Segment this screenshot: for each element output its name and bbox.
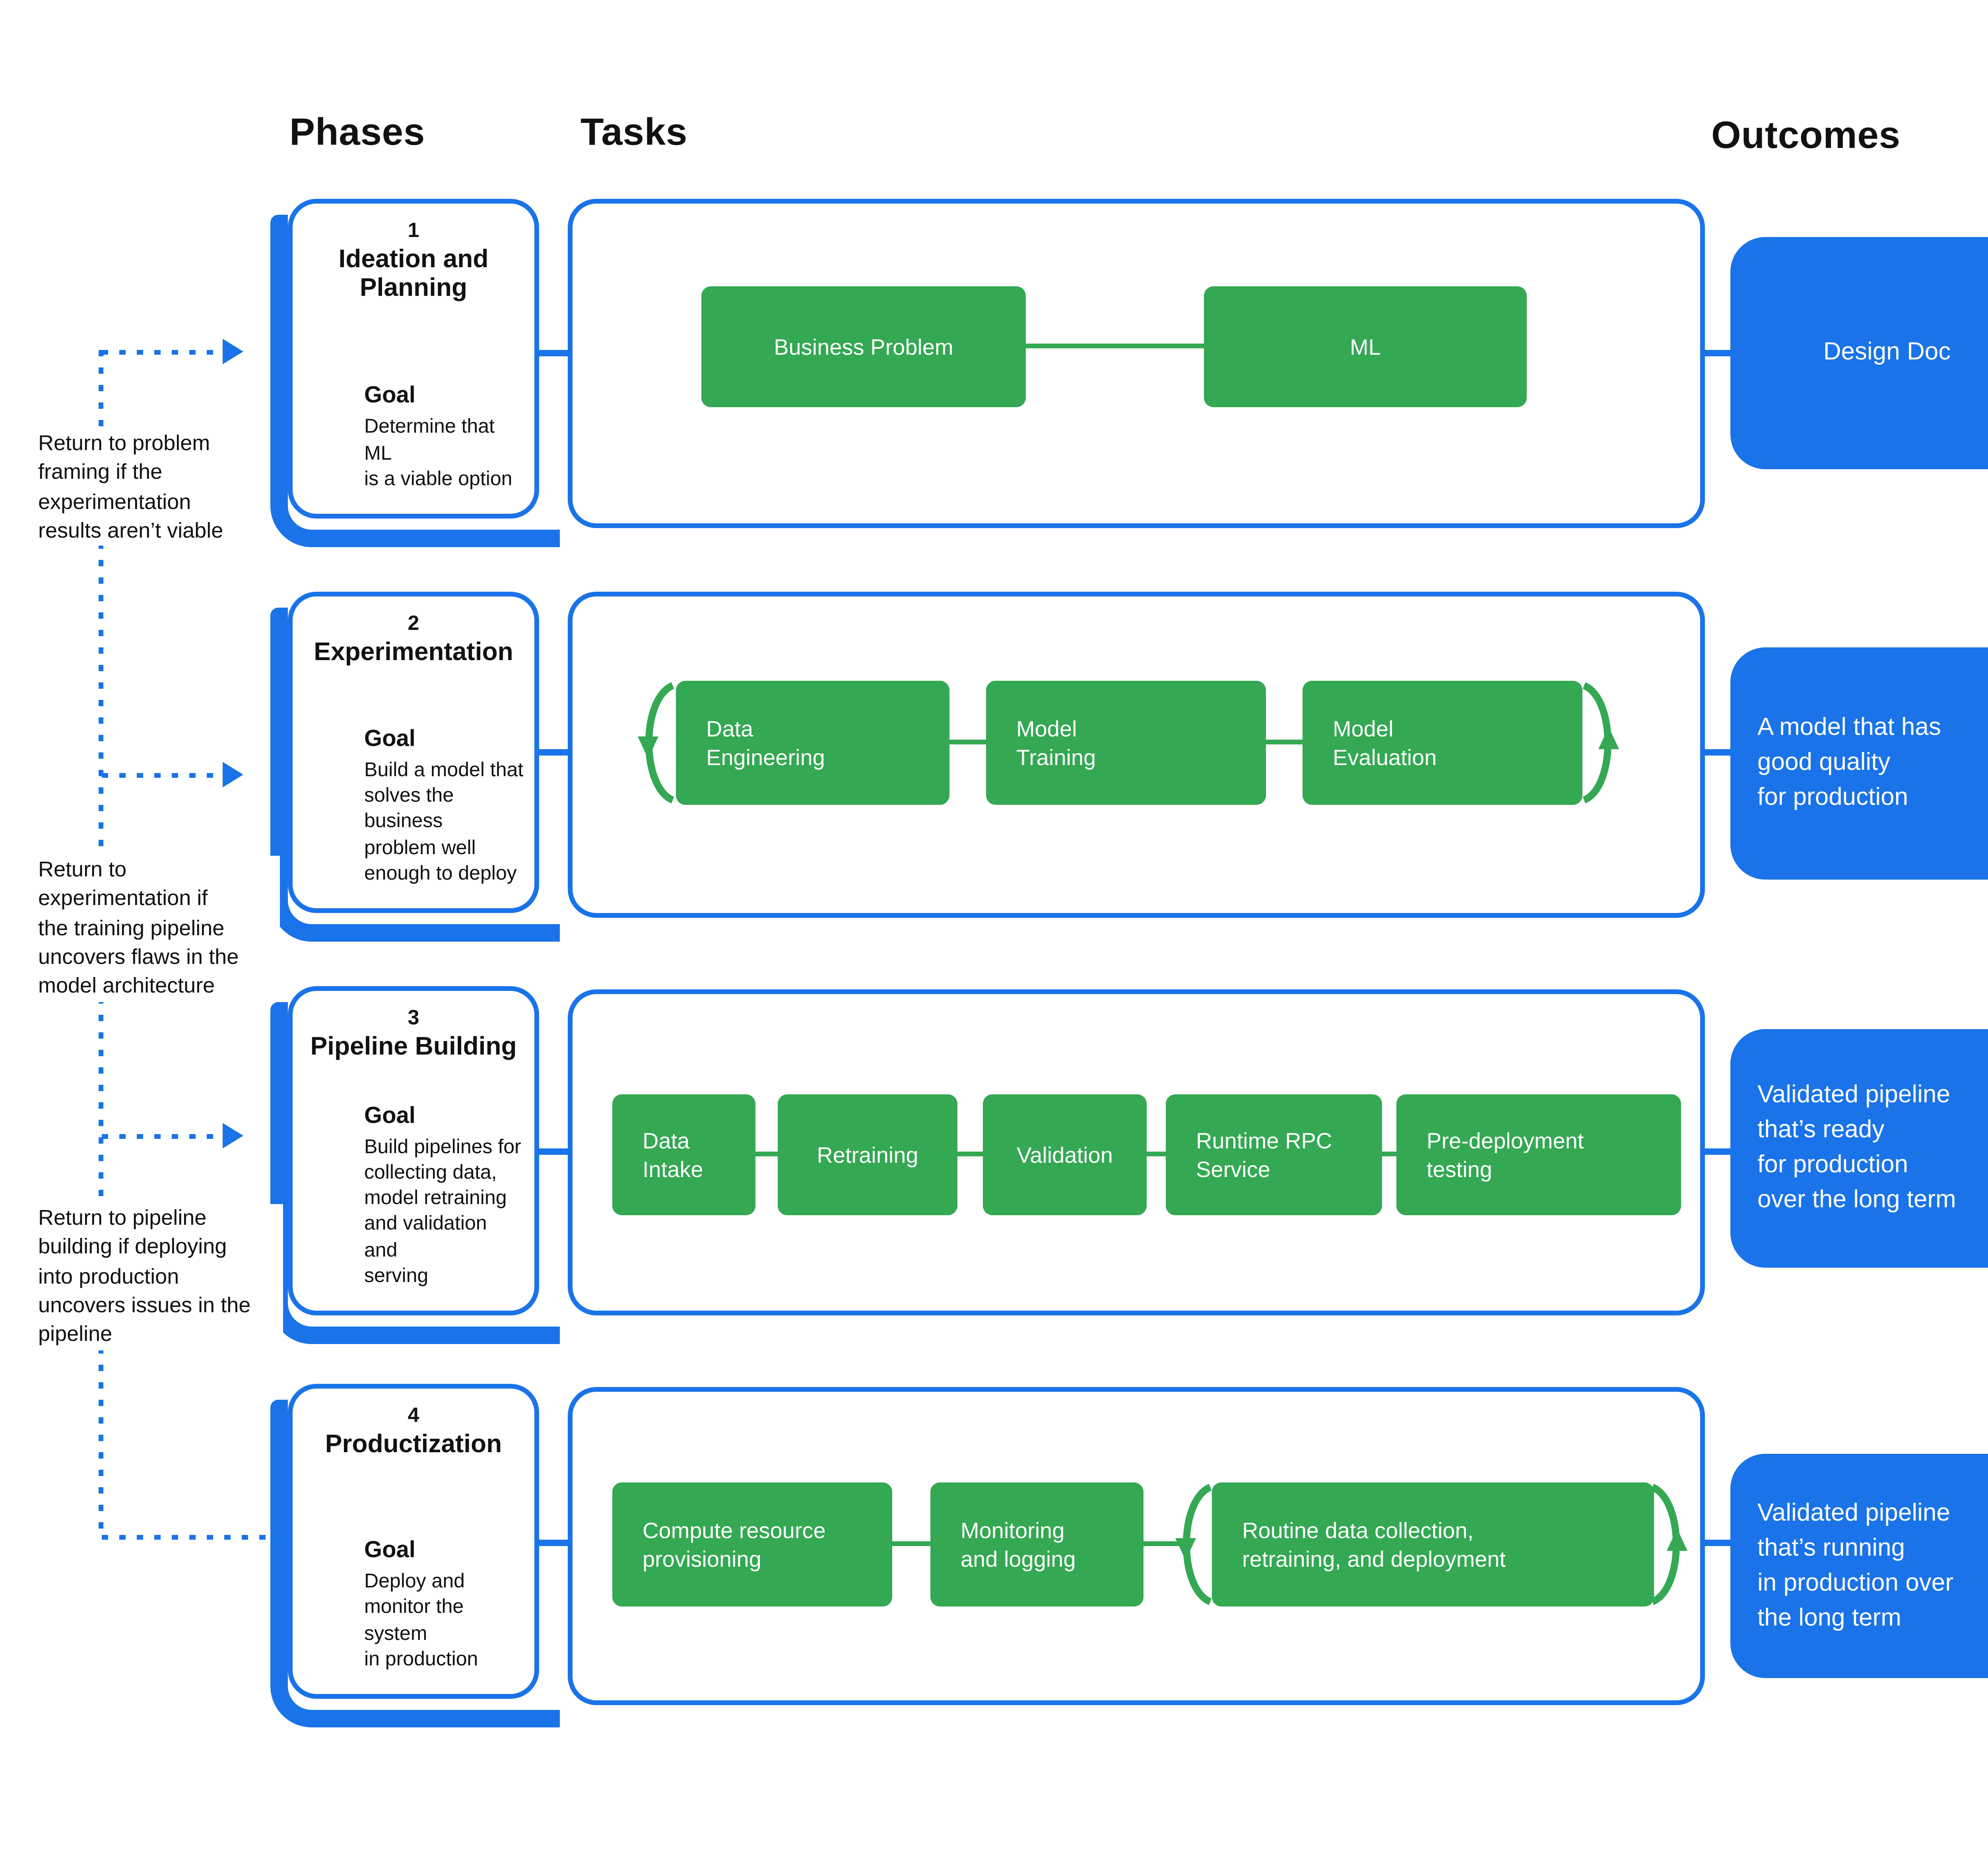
- task-link: [755, 1152, 782, 1156]
- connector-phase1-tasks: [539, 350, 568, 355]
- note-return-to-pipeline-building: Return to pipeline building if deploying…: [38, 1204, 283, 1350]
- task-box-retraining: Retraining: [778, 1094, 957, 1215]
- phase-card-pipeline-building: 3 Pipeline Building Goal Build pipelines…: [288, 986, 539, 1315]
- phase-title: Productization: [325, 1432, 502, 1459]
- task-box-runtime-rpc-service: Runtime RPC Service: [1166, 1094, 1382, 1215]
- phase-title: Pipeline Building: [310, 1034, 517, 1061]
- column-header-phases: Phases: [289, 111, 425, 154]
- phase-ribbon-4: [270, 1400, 560, 1727]
- task-box-ml: ML: [1204, 286, 1527, 407]
- outcome-good-quality-model: A model that has good quality for produc…: [1730, 647, 1988, 880]
- return-arrow-to-phase3-line: [102, 1134, 226, 1139]
- connector-tasks2-outcome: [1705, 749, 1730, 755]
- task-box-data-engineering: Data Engineering: [676, 681, 949, 805]
- phase-card-experimentation: 2 Experimentation Goal Build a model tha…: [288, 592, 539, 913]
- return-arrow-to-phase1-head: [223, 339, 243, 364]
- outcome-validated-pipeline-running: Validated pipeline that’s running in pro…: [1730, 1454, 1988, 1678]
- goal-label: Goal: [364, 1538, 415, 1564]
- goal-label: Goal: [364, 727, 415, 752]
- task-link: [957, 1152, 988, 1156]
- phase-number: 2: [408, 611, 419, 635]
- task-box-compute-resource-provisioning: Compute resource provisioning: [612, 1482, 892, 1607]
- goal-text: Build pipelines for collecting data, mod…: [364, 1135, 521, 1286]
- task-link: [1266, 740, 1307, 744]
- task-box-monitoring-and-logging: Monitoring and logging: [930, 1482, 1143, 1607]
- phase-number: 3: [408, 1005, 419, 1029]
- phase-ribbon-3: [270, 1002, 560, 1344]
- task-link: [892, 1541, 935, 1546]
- return-path-from-phase4: [102, 1535, 274, 1540]
- task-box-routine-data-collection: Routine data collection, retraining, and…: [1212, 1482, 1654, 1607]
- phase-title: Ideation and Planning: [338, 247, 489, 302]
- outcome-design-doc: Design Doc: [1730, 237, 1988, 469]
- goal-label: Goal: [364, 384, 415, 409]
- connector-tasks3-outcome: [1705, 1148, 1730, 1154]
- goal-text: Determine that ML is a viable option: [364, 416, 513, 490]
- task-link: [949, 740, 991, 744]
- phase-ribbon-1: [270, 215, 560, 547]
- note-return-to-experimentation: Return to experimentation if the trainin…: [38, 856, 280, 1002]
- return-arrow-to-phase2-line: [102, 773, 226, 778]
- task-box-data-intake: Data Intake: [612, 1094, 755, 1215]
- column-header-outcomes: Outcomes: [1711, 115, 1901, 157]
- task-box-model-evaluation: Model Evaluation: [1303, 681, 1582, 805]
- task-box-validation: Validation: [983, 1094, 1147, 1215]
- loop-arrow-icon: [638, 682, 675, 804]
- note-return-to-problem-framing: Return to problem framing if the experim…: [38, 429, 248, 546]
- loop-arrow-icon: [1650, 1484, 1687, 1605]
- goal-text: Build a model that solves the business p…: [364, 758, 524, 884]
- phase-card-productization: 4 Productization Goal Deploy and monitor…: [288, 1384, 539, 1699]
- connector-phase4-tasks: [539, 1540, 568, 1545]
- connector-phase2-tasks: [539, 749, 568, 755]
- return-arrow-to-phase2-head: [223, 762, 243, 787]
- connector-tasks4-outcome: [1705, 1540, 1730, 1545]
- loop-arrow-icon: [1175, 1484, 1212, 1605]
- phase-card-ideation: 1 Ideation and Planning Goal Determine t…: [288, 199, 539, 519]
- task-link: [1147, 1152, 1171, 1156]
- goal-label: Goal: [364, 1103, 415, 1129]
- task-box-pre-deployment-testing: Pre-deployment testing: [1396, 1094, 1681, 1215]
- connector-phase3-tasks: [539, 1148, 568, 1154]
- task-box-business-problem: Business Problem: [701, 286, 1026, 407]
- goal-text: Deploy and monitor the system in product…: [364, 1570, 478, 1670]
- phase-number: 4: [408, 1403, 419, 1427]
- phase-number: 1: [408, 218, 419, 242]
- column-header-tasks: Tasks: [580, 111, 688, 154]
- outcome-validated-pipeline-ready: Validated pipeline that’s ready for prod…: [1730, 1029, 1988, 1268]
- task-link: [1026, 344, 1204, 348]
- task-box-model-training: Model Training: [986, 681, 1266, 805]
- phase-title: Experimentation: [314, 639, 513, 666]
- connector-tasks1-outcome: [1705, 350, 1730, 355]
- loop-arrow-icon: [1582, 682, 1619, 804]
- return-arrow-to-phase1-line: [102, 350, 226, 355]
- return-arrow-to-phase3-head: [223, 1123, 243, 1148]
